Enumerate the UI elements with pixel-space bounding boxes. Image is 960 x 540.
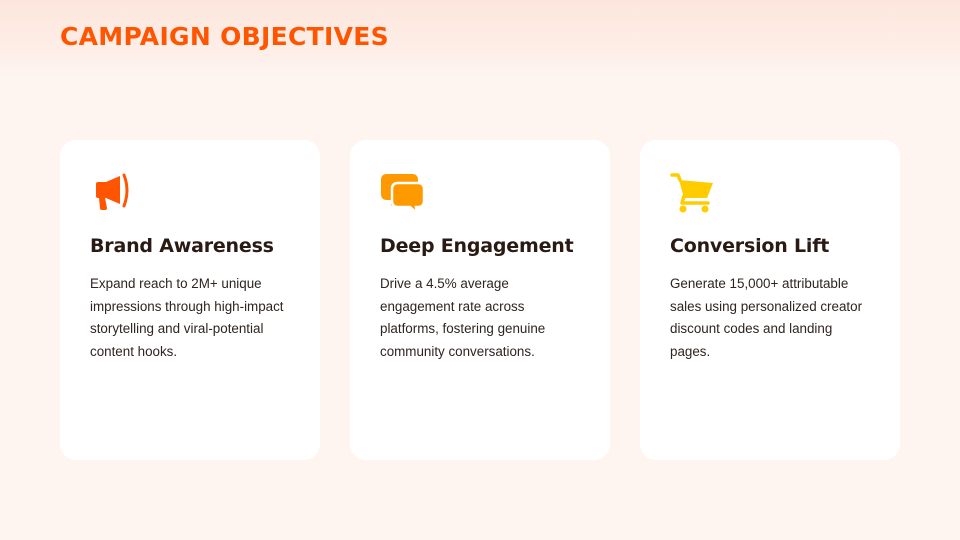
card-title: Conversion Lift [670,235,830,257]
card-description: Expand reach to 2M+ unique impressions t… [90,276,284,359]
header-band [0,0,960,80]
card-title: Deep Engagement [380,235,574,257]
card-description: Drive a 4.5% average engagement rate acr… [380,276,546,359]
card-deep-engagement: Deep Engagement Drive a 4.5% average eng… [350,140,610,460]
chat-bubbles-icon [381,174,426,216]
card-description: Generate 15,000+ attributable sales usin… [670,276,863,359]
objectives-cards: Brand Awareness Expand reach to 2M+ uniq… [60,140,900,460]
card-title: Brand Awareness [90,235,274,257]
megaphone-icon [96,173,129,210]
shopping-cart-icon [670,173,713,213]
card-brand-awareness: Brand Awareness Expand reach to 2M+ uniq… [60,140,320,460]
slide-title: CAMPAIGN OBJECTIVES [60,22,389,51]
card-conversion-lift: Conversion Lift Generate 15,000+ attribu… [640,140,900,460]
